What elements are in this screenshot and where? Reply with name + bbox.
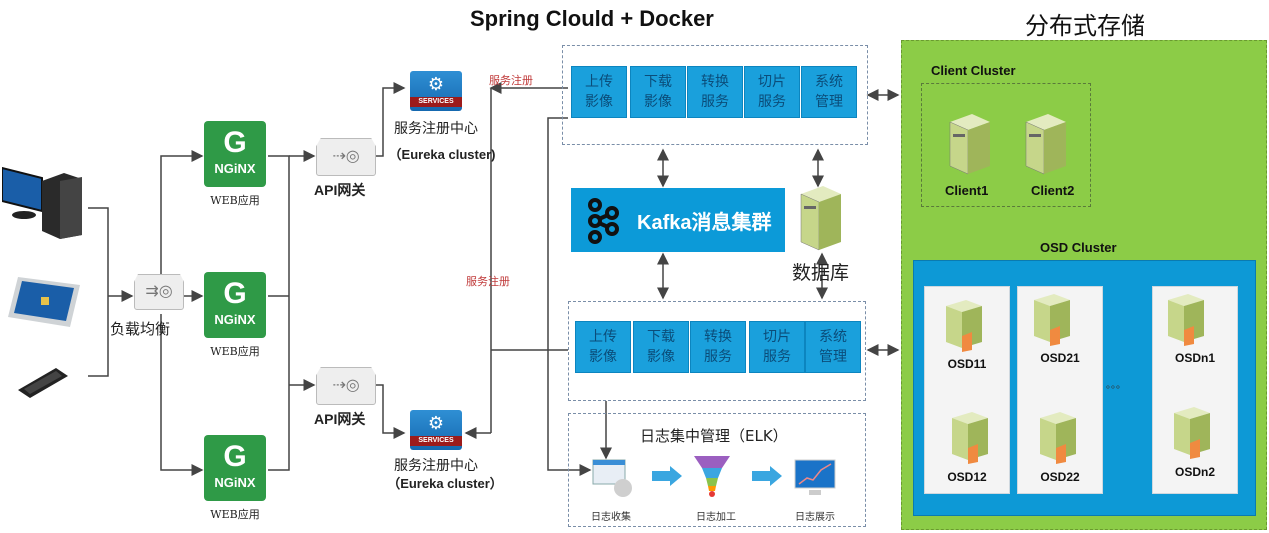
elk-step-label: 日志收集 — [591, 512, 631, 523]
api-gateway-label: API网关 — [314, 411, 366, 427]
api-gateway-label: API网关 — [314, 182, 366, 198]
smartphone-icon — [16, 366, 70, 400]
flow-arrow-icon — [652, 466, 682, 486]
registration-label: 服务注册 — [466, 275, 510, 288]
log-processing-funnel-icon[interactable] — [692, 446, 732, 498]
gear-icon: ⚙ — [427, 74, 445, 94]
module-slice-service[interactable]: 切片服务 — [744, 66, 800, 118]
module-download-image[interactable]: 下载影像 — [633, 321, 689, 373]
web-app-label: WEB应用 — [210, 508, 260, 521]
module-upload-image[interactable]: 上传影像 — [571, 66, 627, 118]
nginx-logo-text: NGiNX — [214, 475, 256, 490]
service-registry-subtitle: （Eureka cluster) — [388, 147, 496, 162]
nginx-web-app[interactable]: G NGiNX — [204, 435, 266, 501]
nginx-logo-icon: G — [223, 126, 247, 159]
service-registry-subtitle: （Eureka cluster） — [387, 476, 503, 491]
module-convert-service[interactable]: 转换服务 — [690, 321, 746, 373]
nginx-logo-icon: G — [223, 440, 247, 473]
nginx-logo-text: NGiNX — [214, 161, 256, 176]
web-app-label: WEB应用 — [210, 194, 260, 207]
desktop-pc-icon — [0, 163, 88, 239]
server-icon[interactable] — [1022, 112, 1070, 176]
nginx-web-app[interactable]: G NGiNX — [204, 121, 266, 187]
load-balancer-icon: ⇉◎ — [134, 274, 184, 310]
osd-node-label: OSDn2 — [1174, 465, 1215, 479]
osd-node-label: OSD21 — [1040, 351, 1080, 365]
client-node-label: Client1 — [945, 183, 989, 198]
service-registry-icon[interactable]: ⚙ SERVICES — [410, 410, 462, 450]
osd-node-label: OSD22 — [1040, 470, 1080, 484]
client-cluster-title: Client Cluster — [931, 63, 1016, 78]
services-badge: SERVICES — [410, 436, 462, 446]
kafka-cluster[interactable]: Kafka消息集群 — [571, 188, 785, 252]
elk-step-label: 日志展示 — [795, 512, 835, 523]
api-gateway-icon[interactable]: ⇢◎ — [316, 138, 376, 176]
module-system-management[interactable]: 系统管理 — [801, 66, 857, 118]
osd-server-icon[interactable] — [1030, 292, 1076, 346]
osd-server-icon[interactable] — [942, 298, 988, 352]
module-upload-image[interactable]: 上传影像 — [575, 321, 631, 373]
kafka-logo-icon — [588, 198, 619, 244]
web-app-label: WEB应用 — [210, 345, 260, 358]
nginx-logo-text: NGiNX — [214, 312, 256, 327]
diagram-title: Spring Clould + Docker — [470, 6, 714, 31]
kafka-label: Kafka消息集群 — [637, 212, 772, 234]
service-registry-icon[interactable]: ⚙ SERVICES — [410, 71, 462, 111]
log-collect-icon[interactable] — [591, 458, 635, 498]
api-gateway-icon[interactable]: ⇢◎ — [316, 367, 376, 405]
service-group-bottom — [568, 301, 866, 401]
osd-server-icon[interactable] — [1164, 292, 1210, 346]
client-node-label: Client2 — [1031, 183, 1075, 198]
nginx-web-app[interactable]: G NGiNX — [204, 272, 266, 338]
gear-icon: ⚙ — [427, 413, 445, 433]
elk-step-label: 日志加工 — [696, 512, 736, 523]
tablet-icon — [8, 275, 82, 329]
client-cluster — [921, 83, 1091, 207]
registration-label: 服务注册 — [489, 74, 533, 87]
module-download-image[interactable]: 下载影像 — [630, 66, 686, 118]
database-label: 数据库 — [792, 262, 850, 284]
ellipsis: 。。。 — [1106, 380, 1126, 391]
storage-title: 分布式存储 — [1025, 12, 1145, 40]
service-registry-title: 服务注册中心 — [394, 121, 478, 137]
elk-title: 日志集中管理（ELK） — [640, 427, 788, 445]
module-system-management[interactable]: 系统管理 — [805, 321, 861, 373]
module-slice-service[interactable]: 切片服务 — [749, 321, 805, 373]
osd-cluster-title: OSD Cluster — [1040, 240, 1117, 255]
service-registry-title: 服务注册中心 — [394, 458, 478, 474]
flow-arrow-icon — [752, 466, 782, 486]
osd-server-icon[interactable] — [948, 410, 994, 464]
elk-log-management — [568, 413, 866, 527]
load-balancer-label: 负载均衡 — [110, 320, 171, 338]
nginx-logo-icon: G — [223, 277, 247, 310]
osd-server-icon[interactable] — [1170, 405, 1216, 459]
osd-node-label: OSD11 — [947, 357, 987, 371]
osd-node-label: OSD12 — [947, 470, 987, 484]
service-group-top — [562, 45, 868, 145]
log-display-chart-icon[interactable] — [793, 458, 837, 498]
osd-server-icon[interactable] — [1036, 410, 1082, 464]
server-icon[interactable] — [946, 112, 994, 176]
services-badge: SERVICES — [410, 97, 462, 107]
module-convert-service[interactable]: 转换服务 — [687, 66, 743, 118]
osd-node-label: OSDn1 — [1174, 351, 1215, 365]
database-server-icon[interactable] — [797, 184, 845, 252]
